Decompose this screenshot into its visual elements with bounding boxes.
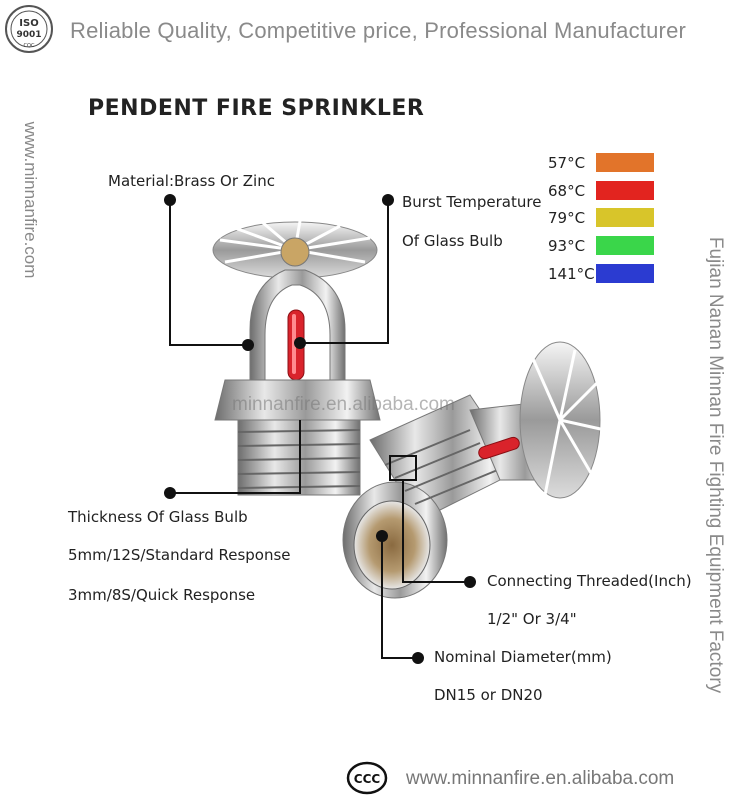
thickness-option-standard: 5mm/12S/Standard Response: [68, 546, 291, 564]
svg-text:ISO: ISO: [19, 18, 38, 29]
svg-text:CCC: CCC: [354, 772, 381, 786]
temp-legend-item: 141°C: [548, 264, 654, 283]
temp-label: 141°C: [548, 264, 595, 283]
page-title: PENDENT FIRE SPRINKLER: [88, 96, 425, 121]
temp-swatch: [596, 153, 654, 172]
temp-label: 79°C: [548, 208, 586, 227]
pendent-sprinkler-right: [342, 341, 606, 599]
thickness-title: Thickness Of Glass Bulb: [68, 508, 248, 526]
iso-9001-seal-icon: ISO 9001 CQC: [5, 5, 53, 53]
temp-legend-item: 57°C: [548, 153, 654, 172]
burst-temp-label-1: Burst Temperature: [402, 193, 542, 211]
ccc-certification-icon: CCC: [346, 761, 388, 795]
footer-url[interactable]: www.minnanfire.en.alibaba.com: [406, 768, 675, 789]
temp-label: 68°C: [548, 181, 586, 200]
diameter-title: Nominal Diameter(mm): [434, 648, 612, 666]
temp-label: 57°C: [548, 153, 586, 172]
header-tagline: Reliable Quality, Competitive price, Pro…: [70, 18, 687, 43]
diameter-value: DN15 or DN20: [434, 686, 543, 704]
svg-text:9001: 9001: [16, 30, 41, 40]
watermark: minnanfire.en.alibaba.com: [232, 394, 455, 415]
pendent-sprinkler-left: [212, 220, 381, 496]
thickness-option-quick: 3mm/8S/Quick Response: [68, 586, 256, 604]
temp-swatch: [596, 208, 654, 227]
temp-swatch: [596, 181, 654, 200]
temp-swatch: [596, 236, 654, 255]
temp-label: 93°C: [548, 236, 586, 255]
burst-temp-label-2: Of Glass Bulb: [402, 232, 503, 250]
material-label: Material:Brass Or Zinc: [108, 172, 275, 190]
temp-legend-item: 68°C: [548, 181, 654, 200]
temp-legend-item: 79°C: [548, 208, 654, 227]
svg-text:CQC: CQC: [24, 43, 35, 49]
temp-legend-item: 93°C: [548, 236, 654, 255]
temp-swatch: [596, 264, 654, 283]
thread-value: 1/2" Or 3/4": [487, 610, 577, 628]
thread-title: Connecting Threaded(Inch): [487, 572, 692, 590]
